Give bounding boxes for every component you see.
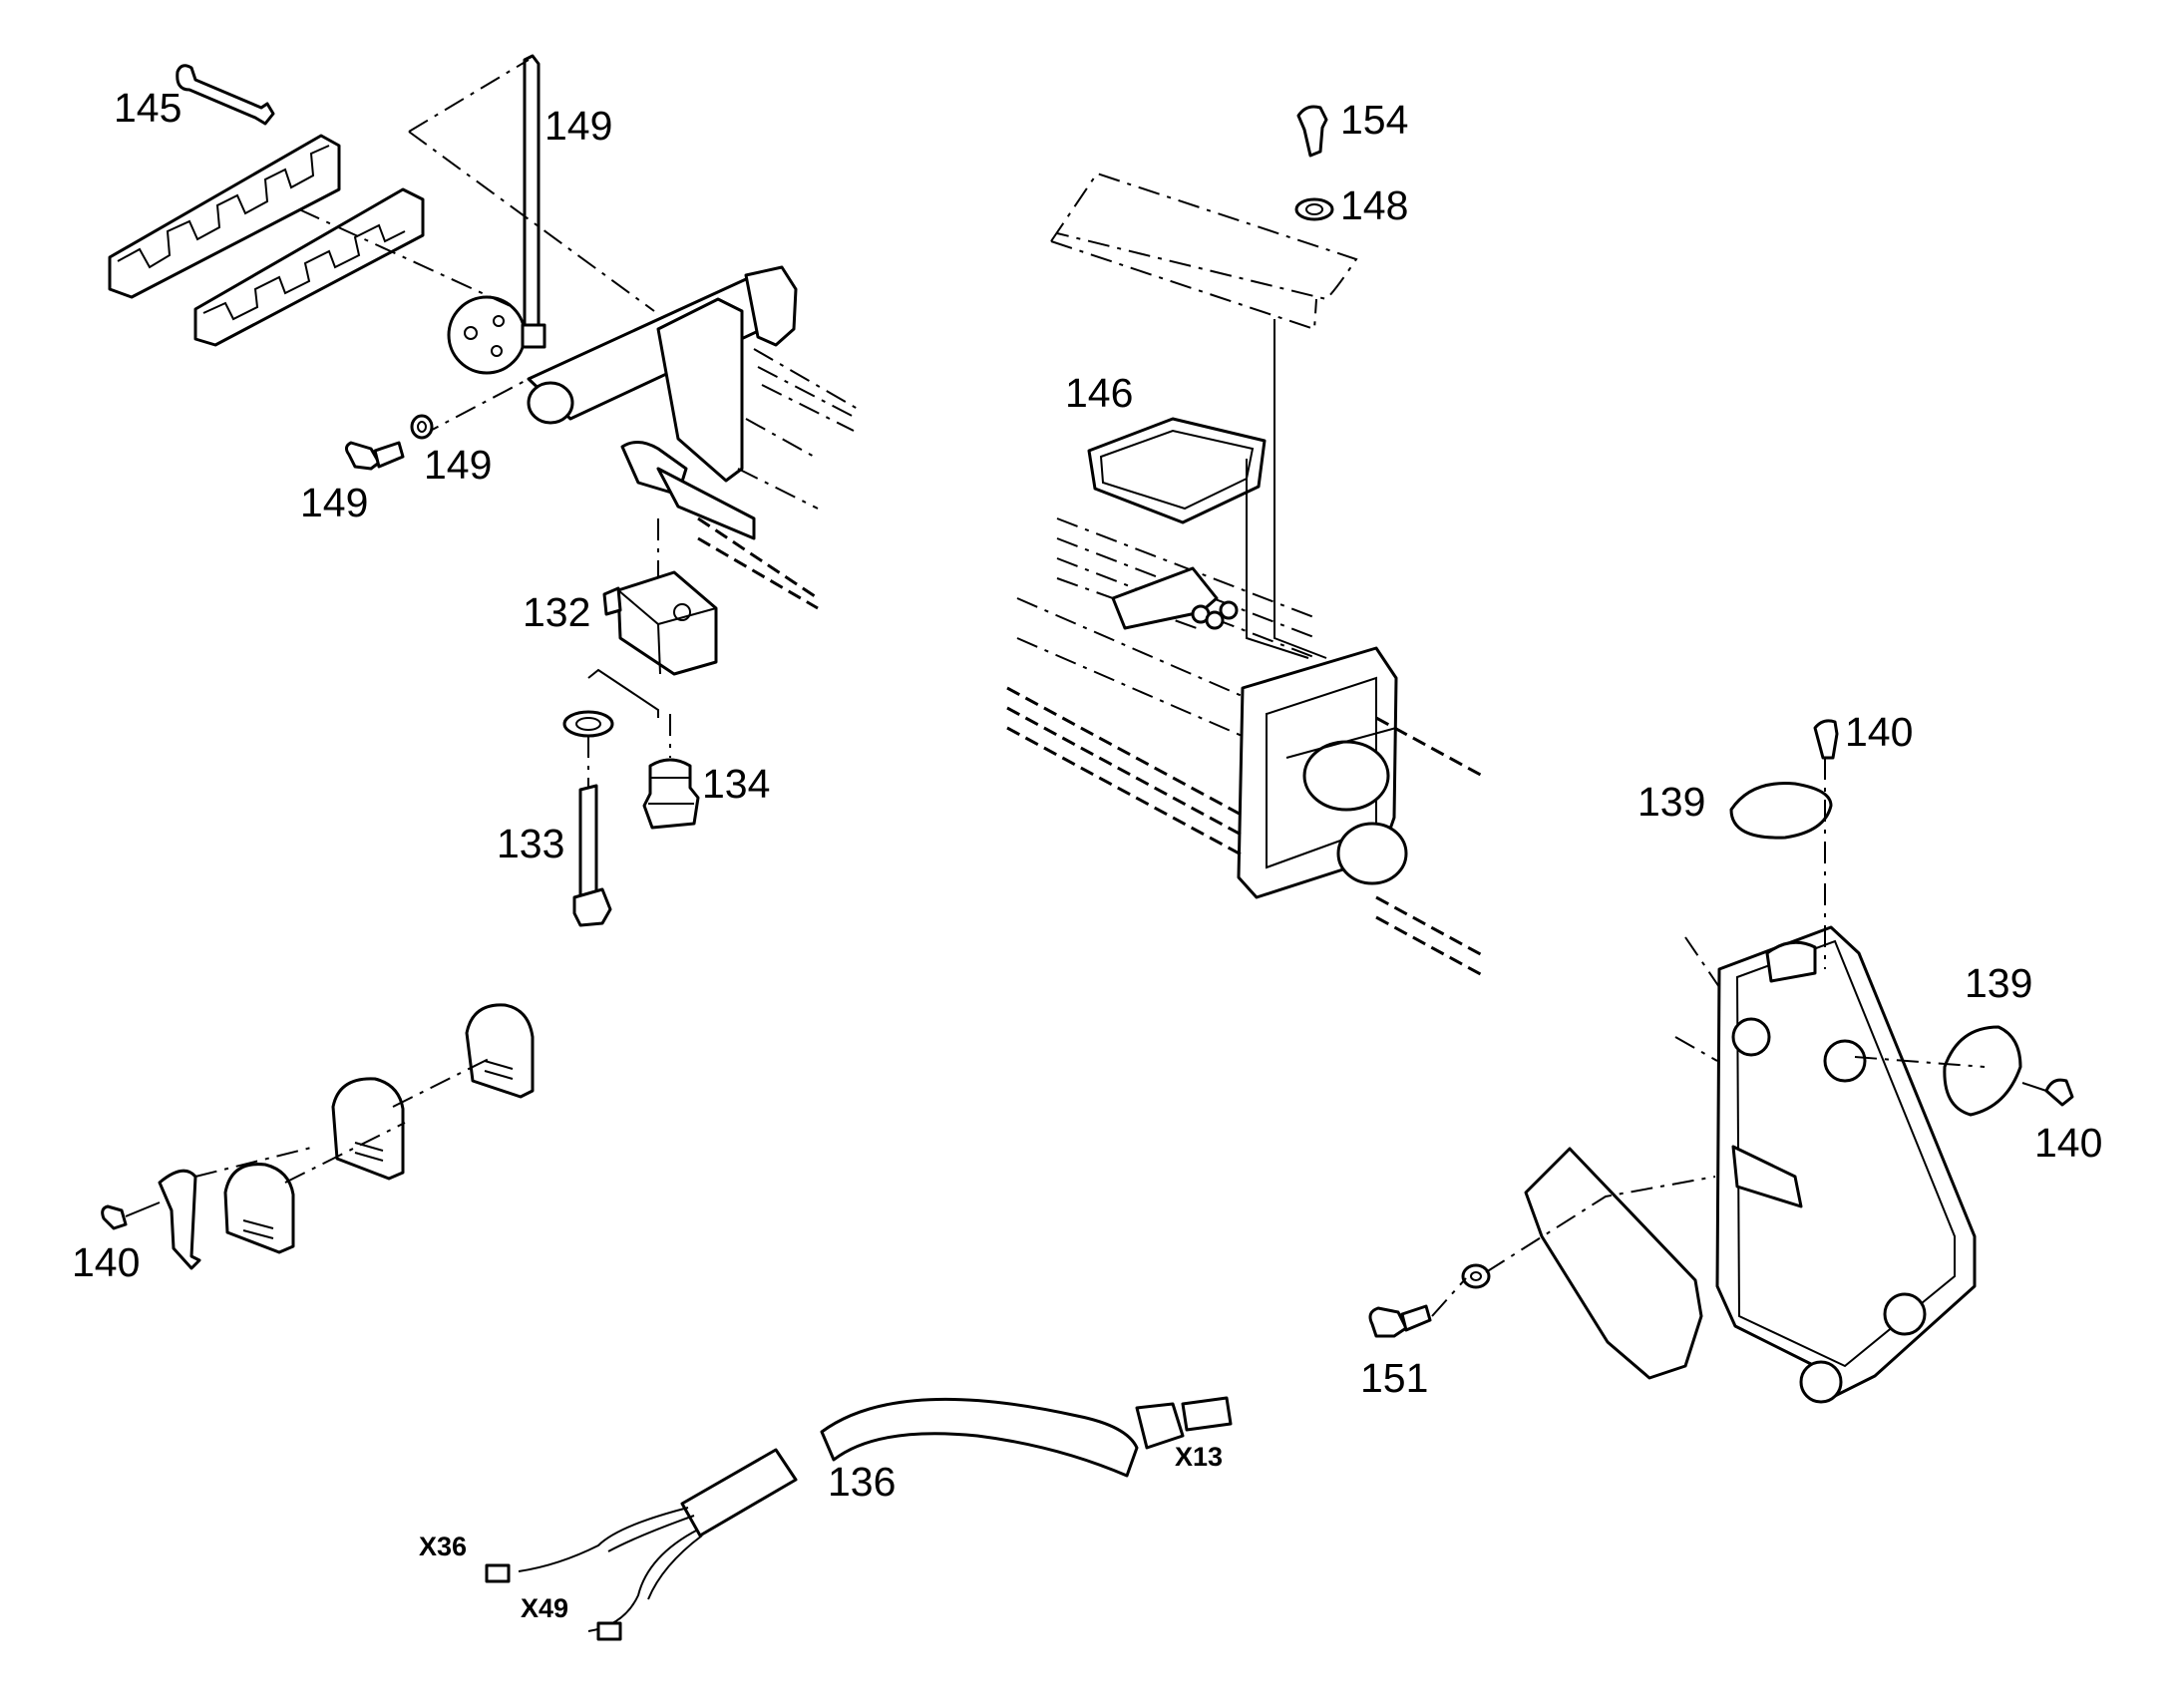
pin-145: [176, 64, 275, 126]
bolt-154: [1296, 105, 1328, 158]
center-valve: [1237, 646, 1408, 899]
bracket-rail-upper: [108, 134, 341, 299]
label-149-rod: 149: [545, 103, 612, 149]
washer-ring: [562, 710, 614, 738]
label-145: 145: [114, 85, 182, 131]
cover-plate-2: [331, 1077, 405, 1181]
bolt-133: [572, 784, 612, 927]
cable-136: [485, 1396, 1233, 1641]
label-146: 146: [1065, 370, 1133, 416]
bracket-rail-lower: [193, 187, 425, 347]
label-140-right: 140: [2034, 1120, 2102, 1166]
label-140-top: 140: [1845, 709, 1913, 755]
cover-plate-top: [1050, 171, 1358, 331]
label-139-top: 139: [1637, 779, 1705, 825]
guide-lines-coil: [587, 668, 671, 788]
label-148: 148: [1340, 182, 1408, 228]
bolt-140-top: [1813, 719, 1839, 760]
label-136: 136: [828, 1459, 896, 1505]
cover-139-top: [1729, 782, 1833, 840]
label-149-washer: 149: [424, 442, 492, 488]
label-133: 133: [497, 821, 564, 866]
label-134: 134: [702, 761, 770, 807]
main-housing: [1715, 925, 1977, 1404]
bolt-151: [1368, 1304, 1432, 1338]
label-151: 151: [1360, 1355, 1428, 1401]
screw-149: [344, 441, 405, 471]
cover-plate-1: [465, 1003, 535, 1099]
bolt-140-right: [2021, 1078, 2074, 1107]
coil-132: [602, 570, 718, 676]
pipe-lines: [697, 348, 859, 610]
nut-134: [642, 758, 700, 830]
center-connectors: [1111, 319, 1327, 659]
label-154: 154: [1340, 97, 1408, 143]
guide-lines-top: [298, 59, 659, 578]
label-149-screw: 149: [300, 480, 368, 525]
cover-139-right: [1943, 1025, 2022, 1117]
gasket-146: [1087, 417, 1267, 524]
side-cover: [1524, 1147, 1703, 1380]
washer-149: [410, 414, 434, 440]
clip-bracket: [158, 1169, 201, 1270]
label-139-right: 139: [1965, 960, 2032, 1006]
screw-140-left: [101, 1201, 161, 1230]
cover-plate-3: [223, 1163, 295, 1254]
motor-149: [447, 295, 546, 375]
label-132: 132: [523, 589, 590, 635]
valve-body: [527, 265, 798, 540]
connector-label-x49: X49: [521, 1593, 568, 1623]
guide-lines-plates: [194, 1058, 490, 1184]
connector-label-x36: X36: [419, 1532, 467, 1561]
washer-148: [1294, 197, 1334, 221]
guide-lines-right: [1431, 758, 1986, 1317]
label-140-left: 140: [72, 1239, 140, 1285]
connector-label-x13: X13: [1175, 1442, 1223, 1472]
washer-151: [1461, 1263, 1491, 1289]
rod-149: [523, 54, 541, 345]
